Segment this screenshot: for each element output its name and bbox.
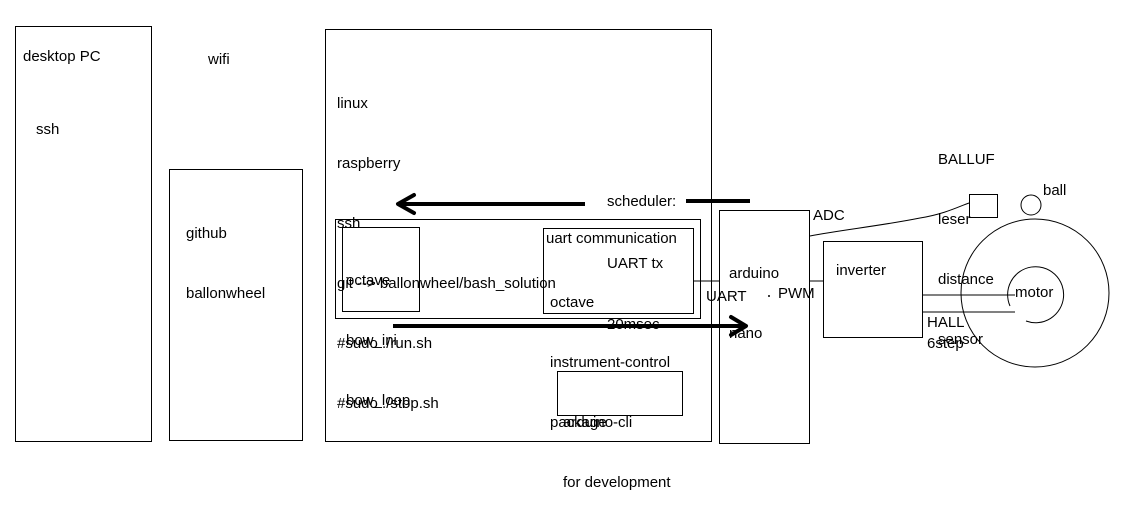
arduino-line-2: nano	[729, 325, 763, 342]
ball-shape	[1020, 194, 1042, 216]
wifi-label: wifi	[208, 51, 230, 68]
sensor-line-3: distance	[938, 271, 994, 288]
github-line-1: github	[186, 225, 227, 242]
inverter-box	[823, 241, 923, 338]
raspberry-line-linux: linux	[337, 95, 368, 112]
desktop-pc-label: desktop PC	[23, 48, 101, 65]
ball-label: ball	[1043, 182, 1067, 199]
uart-body-line-1: octave	[550, 294, 595, 311]
uart-communication-title: uart communication	[546, 230, 677, 247]
octave-line-3: bow_loop	[346, 392, 411, 409]
motor-label: motor	[1015, 284, 1054, 301]
desktop-ssh-label: ssh	[36, 121, 60, 138]
arduino-cli-line-2: for development	[563, 474, 671, 491]
adc-signal-label: ADC	[813, 207, 845, 224]
arduino-cli-label: arduino-cli for development	[563, 373, 671, 513]
distance-sensor-box	[969, 194, 998, 218]
raspberry-box	[325, 29, 712, 442]
octave-label: octave bow_ini bow_loop	[346, 231, 410, 431]
github-box	[169, 169, 303, 441]
uart-communication-body: octave instrument-control package	[550, 253, 670, 453]
balluf-sensor-label: BALLUF leser distance sensor	[938, 110, 995, 370]
github-line-2: ballonwheel	[186, 285, 266, 302]
arduino-cli-box	[557, 371, 683, 416]
six-step-label: 6step	[927, 335, 964, 352]
octave-line-2: bow_ini	[346, 332, 397, 349]
uart-body-line-3: package	[550, 414, 607, 431]
arduino-line-1: arduino	[729, 265, 780, 282]
inverter-label: inverter	[836, 262, 887, 279]
scheduler-line-1: scheduler:	[607, 193, 677, 210]
uart-body-line-2: instrument-control	[550, 354, 671, 371]
raspberry-line-run: #sudo ./run.sh	[337, 335, 433, 352]
sensor-line-1: BALLUF	[938, 151, 995, 168]
scheduler-line-2: UART tx	[607, 254, 664, 272]
desktop-pc-box	[15, 26, 152, 442]
hall-signal-label: HALL	[927, 314, 965, 331]
software-container	[335, 219, 701, 319]
raspberry-line-stop: #sudo ./stop.sh	[337, 395, 439, 412]
octave-line-1: octave	[346, 272, 391, 289]
uart-communication-box	[543, 228, 694, 314]
raspberry-info: linux raspberry ssh git --> ballonwheel/…	[337, 54, 556, 434]
raspberry-line-git: git --> ballonwheel/bash_solution	[337, 275, 556, 292]
github-label: github ballonwheel	[186, 184, 265, 324]
arduino-cli-line-1: arduino-cli	[563, 414, 633, 431]
raspberry-line-raspberry: raspberry	[337, 155, 401, 172]
pwm-signal-label: PWM	[778, 285, 815, 302]
octave-box	[342, 227, 420, 312]
uart-signal-label: UART	[706, 288, 747, 305]
sensor-line-4: sensor	[938, 331, 984, 348]
